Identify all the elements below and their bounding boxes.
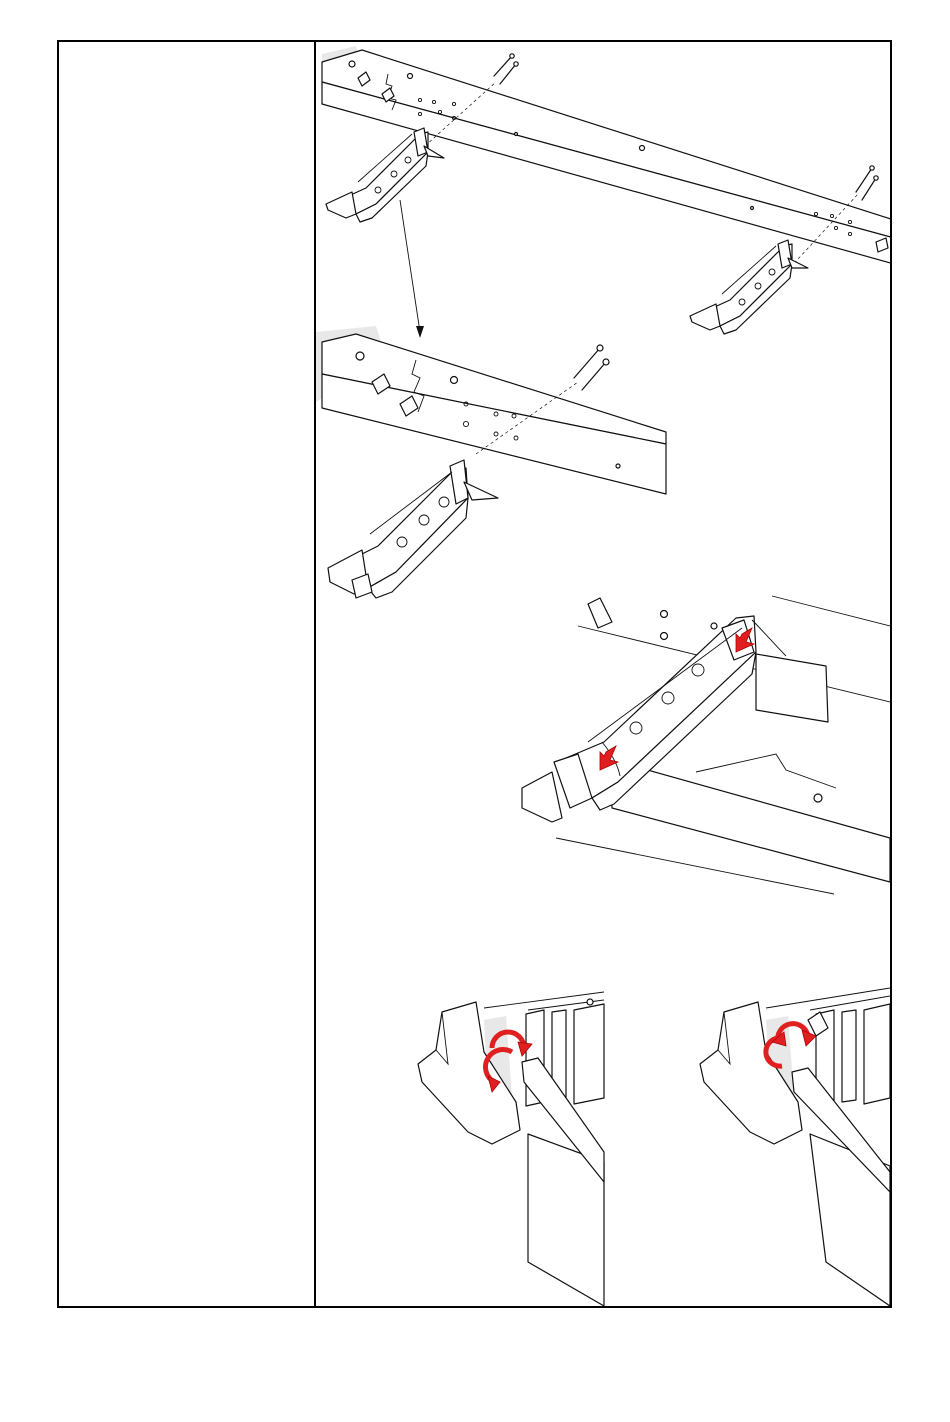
step-text-column: [59, 42, 316, 1306]
clip-insertion-figure: [522, 596, 890, 894]
clip-rotation-right-figure: [700, 988, 890, 1306]
bracket-right: [690, 240, 808, 334]
pin-pair-2: [856, 166, 878, 200]
clip-rotation-left-figure: [418, 992, 604, 1306]
pin-pair-3: [574, 345, 609, 390]
pin-pair-1: [494, 54, 518, 84]
illustration-column: [316, 42, 890, 1306]
rail-overview-figure: [322, 46, 890, 338]
assembly-illustrations: [316, 42, 890, 1306]
bracket-detail: [328, 460, 498, 598]
rail-detail-figure: [316, 326, 666, 598]
instruction-table: [57, 40, 892, 1308]
bracket-left: [326, 128, 444, 222]
